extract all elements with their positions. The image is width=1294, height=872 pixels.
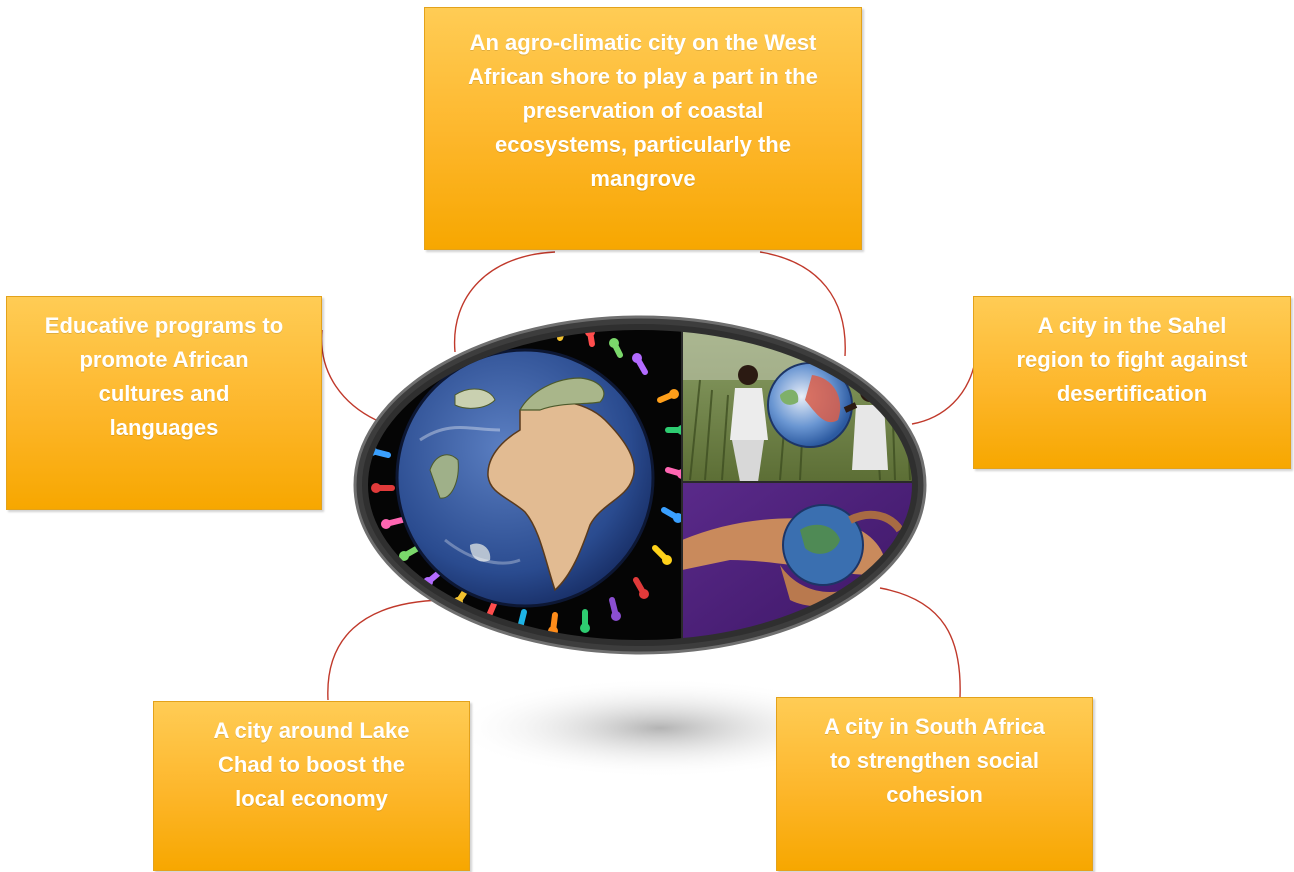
connector-top-right xyxy=(759,251,846,357)
hands-holding-earth-photo xyxy=(682,482,915,643)
goal-text-south-africa: A city in South Africa to strengthen soc… xyxy=(824,714,1045,807)
connector-bottom-right xyxy=(879,587,961,698)
connector-lines xyxy=(320,251,976,701)
goal-text-educative-programs: Educative programs to promote African cu… xyxy=(44,313,284,440)
goal-text-sahel-region: A city in the Sahel region to fight agai… xyxy=(1016,313,1248,406)
goal-box-sahel-region: A city in the Sahel region to fight agai… xyxy=(973,296,1291,469)
ellipse-contents xyxy=(365,327,915,643)
people-ring xyxy=(367,327,687,636)
goal-text-west-african-shore: An agro-climatic city on the West Africa… xyxy=(468,30,818,191)
connector-left xyxy=(320,329,377,421)
goal-box-west-african-shore: An agro-climatic city on the West Africa… xyxy=(424,7,862,250)
earth-globe-icon xyxy=(395,348,655,608)
goal-box-lake-chad: A city around Lake Chad to boost the loc… xyxy=(153,701,470,871)
goal-text-lake-chad: A city around Lake Chad to boost the loc… xyxy=(213,718,410,811)
ellipse-frame xyxy=(353,315,927,655)
goal-box-south-africa: A city in South Africa to strengthen soc… xyxy=(776,697,1093,871)
connector-top-left xyxy=(453,251,556,353)
connector-bottom-left xyxy=(327,599,444,701)
sahel-field-photo xyxy=(682,327,915,482)
connector-right xyxy=(911,361,976,425)
goal-box-educative-programs: Educative programs to promote African cu… xyxy=(6,296,322,510)
